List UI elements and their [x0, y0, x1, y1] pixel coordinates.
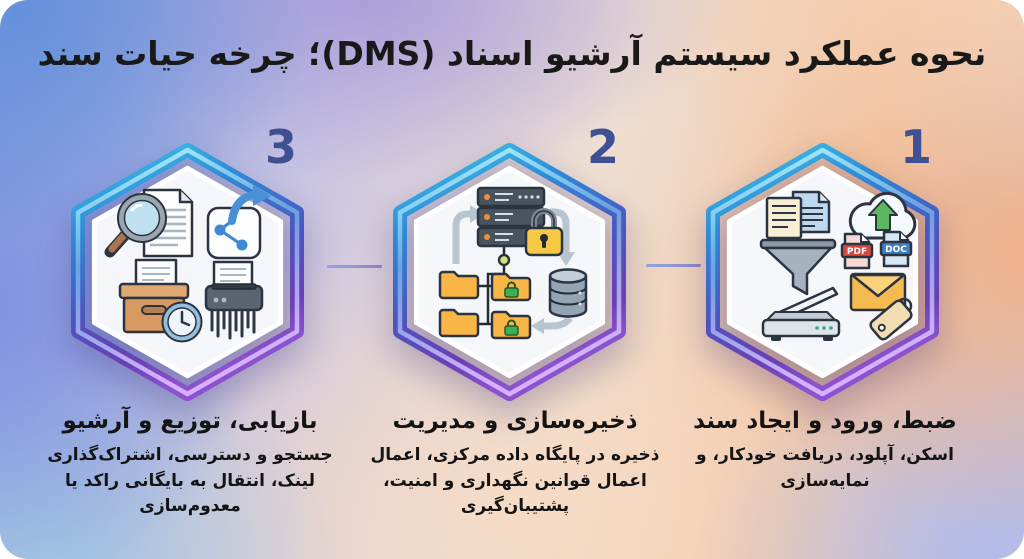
server-lock-icon	[476, 186, 564, 257]
step-2-hexagon: 2	[392, 124, 627, 402]
locked-folder-icon	[490, 310, 532, 340]
search-document-icon	[104, 188, 194, 258]
step-1-description: اسکن، آپلود، دریافت خودکار، و نمایه‌سازی	[696, 445, 954, 491]
documents-funnel-icon	[759, 190, 837, 296]
folder-tree-icon	[438, 246, 532, 340]
step-3-icons	[104, 185, 271, 343]
svg-text:PDF: PDF	[847, 247, 867, 257]
step-3-number: 3	[264, 120, 297, 174]
step-1-caption: ضبط، ورود و ایجاد سند اسکن، آپلود، دریاف…	[675, 408, 975, 494]
svg-text:DOC: DOC	[885, 245, 907, 255]
connector-line-left	[327, 265, 382, 268]
step-1-icons: PDF DOC	[759, 190, 917, 341]
shredder-icon	[204, 260, 264, 340]
archive-box-clock-icon	[118, 258, 203, 343]
step-1-hexagon: 1	[705, 124, 940, 402]
pdf-file-badge: PDF	[840, 232, 874, 270]
step-1-number: 1	[899, 120, 932, 174]
step-1-heading: ضبط، ورود و ایجاد سند	[693, 408, 957, 434]
page-title: نحوه عملکرد سیستم آرشیو اسناد (DMS)؛ چرخ…	[37, 34, 987, 73]
step-2-number: 2	[586, 120, 619, 174]
doc-file-badge: DOC	[879, 230, 913, 268]
step-3-hexagon: 3	[70, 124, 305, 402]
step-3-caption: بازیابی، توزیع و آرشیو جستجو و دسترسی، ا…	[40, 408, 340, 520]
folder-icon	[438, 308, 480, 338]
locked-folder-icon	[490, 272, 532, 302]
share-icon	[206, 185, 271, 260]
step-2-caption: ذخیره‌سازی و مدیریت ذخیره در پایگاه داده…	[365, 408, 665, 520]
cloud-upload-icon	[848, 191, 917, 240]
folder-icon	[438, 270, 480, 300]
clock-icon	[161, 301, 203, 343]
scanner-icon	[761, 286, 841, 341]
step-3-heading: بازیابی، توزیع و آرشیو	[62, 408, 318, 434]
envelope-tag-icon	[849, 272, 913, 341]
step-3-description: جستجو و دسترسی، اشتراک‌گذاری لینک، انتقا…	[47, 445, 333, 516]
step-2-icons	[438, 186, 588, 340]
step-2-description: ذخیره در پایگاه داده مرکزی، اعمال اعمال …	[370, 445, 660, 516]
step-2-heading: ذخیره‌سازی و مدیریت	[392, 408, 638, 434]
padlock-icon	[524, 208, 564, 257]
connector-line-right	[646, 264, 701, 267]
database-icon	[548, 268, 588, 318]
